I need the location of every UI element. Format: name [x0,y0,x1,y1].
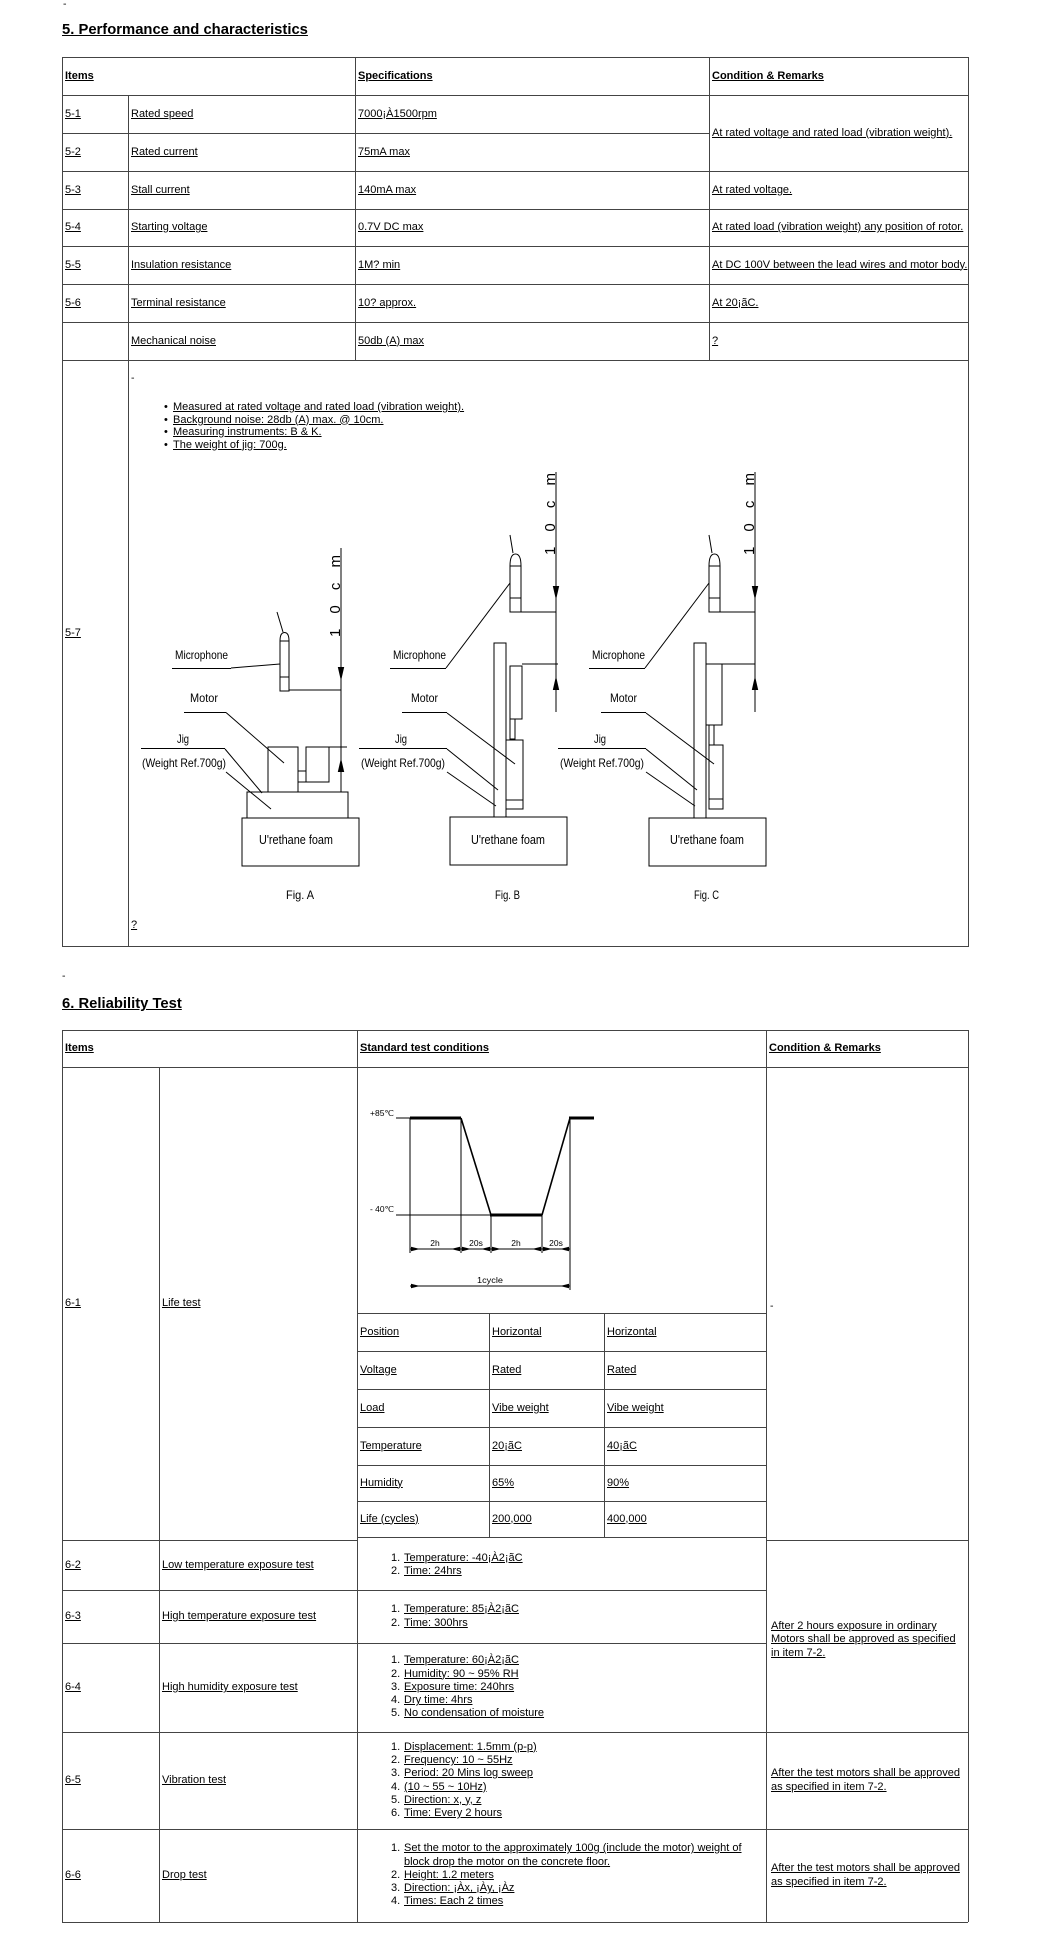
svg-text:Jig: Jig [395,732,407,746]
svg-text:2h: 2h [511,1238,521,1248]
svg-text:U'rethane foam: U'rethane foam [471,833,545,847]
svg-text:Fig. C: Fig. C [694,888,719,902]
svg-text:2h: 2h [430,1238,440,1248]
svg-text:Motor: Motor [610,691,637,705]
svg-text:20s: 20s [469,1238,483,1248]
svg-text:Motor: Motor [190,691,218,705]
svg-text:Microphone: Microphone [592,648,645,662]
svg-text:(Weight Ref.700g): (Weight Ref.700g) [361,756,445,770]
svg-text:U'rethane foam: U'rethane foam [670,833,744,847]
svg-text:(Weight Ref.700g): (Weight Ref.700g) [560,756,644,770]
svg-text:Jig: Jig [177,732,189,746]
svg-text:Microphone: Microphone [393,648,446,662]
svg-text:(Weight Ref.700g): (Weight Ref.700g) [142,756,226,770]
svg-text:Motor: Motor [411,691,438,705]
svg-text:Microphone: Microphone [175,648,228,662]
svg-text:- 40℃: - 40℃ [370,1205,394,1214]
svg-text:1cycle: 1cycle [477,1276,504,1285]
svg-text:+85℃: +85℃ [370,1109,394,1118]
svg-text:Jig: Jig [594,732,606,746]
svg-text:Fig. A: Fig. A [286,888,314,902]
svg-text:U'rethane foam: U'rethane foam [259,833,333,847]
svg-text:20s: 20s [549,1238,563,1248]
svg-text:Fig. B: Fig. B [495,888,520,902]
